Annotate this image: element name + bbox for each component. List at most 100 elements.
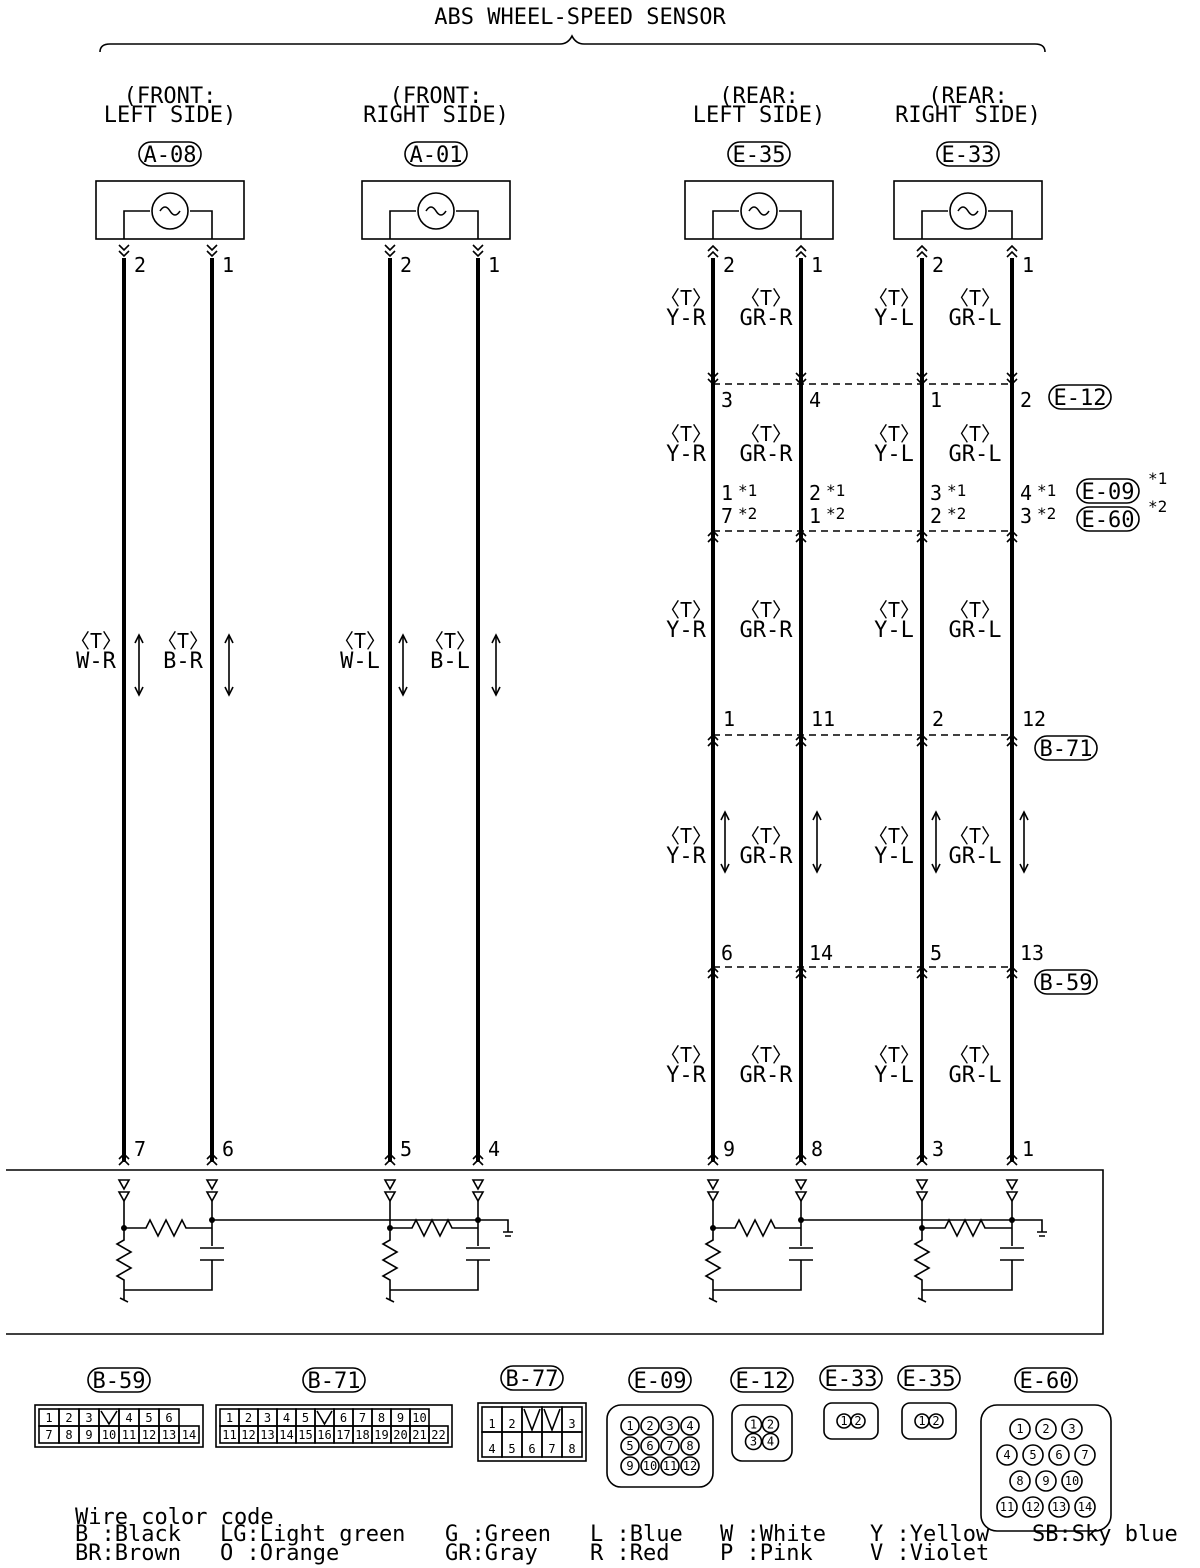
rear-wire-color-marker: 〈T〉 <box>660 1043 712 1067</box>
connector-cavity <box>660 1436 680 1456</box>
twist-arrow-head <box>491 686 501 697</box>
sensor-pin-number: 1 <box>1022 253 1034 277</box>
connector-view-label: E-09 <box>634 1369 687 1394</box>
rear-wire-color-marker: 〈T〉 <box>740 598 792 622</box>
connector-mark-up <box>795 733 807 747</box>
connector-cavity-number: 11 <box>1000 1500 1014 1514</box>
connector-mark-up <box>472 1152 484 1166</box>
connector-view-label-outline <box>628 1367 692 1393</box>
ecu-trace <box>124 1260 213 1291</box>
connector-cavity <box>1074 1496 1096 1518</box>
connector-pin: 4 <box>809 388 821 412</box>
connector-cavity <box>1035 1418 1057 1440</box>
sensor-connector-id-outline <box>727 141 791 167</box>
connector-pin: 1 <box>930 388 942 412</box>
rear-wire-color: GR-L <box>949 1063 1002 1088</box>
front-wire-color-marker: 〈T〉 <box>70 629 122 653</box>
ecu-pin-number: 3 <box>932 1137 944 1161</box>
twist-arrow-head <box>1019 810 1029 821</box>
connector-view-label-outline <box>87 1367 151 1393</box>
connector-e60-pin: 7 <box>721 504 733 528</box>
connector-view-label: E-33 <box>825 1367 878 1392</box>
connector-mark-up <box>1006 529 1018 543</box>
connector-e60-label-outline <box>1076 506 1140 532</box>
connector-mark-up <box>795 529 807 543</box>
connector-cavity-number: 4 <box>283 1411 290 1425</box>
connector-cavity-number: 2 <box>245 1411 252 1425</box>
ecu-terminal-icon <box>706 1179 720 1203</box>
ecu-trace <box>390 1260 479 1291</box>
connector-cavity-number: 21 <box>412 1428 426 1442</box>
ecu-resistor-icon <box>124 1218 212 1238</box>
connector-cavity-number: 9 <box>1042 1474 1049 1488</box>
connector-cavity <box>928 1413 944 1429</box>
connector-cavity-number: 6 <box>528 1442 535 1456</box>
connector-cavity-number: 8 <box>65 1428 72 1442</box>
connector-cavity-number: 2 <box>646 1419 653 1433</box>
sensor-internal-wire <box>389 210 479 239</box>
connector-view-label-outline <box>897 1365 961 1391</box>
connector-cavity <box>660 1416 680 1436</box>
connector-cavity-number: 2 <box>65 1411 72 1425</box>
connector-mark-up <box>1006 965 1018 979</box>
connector-cavity-number: 9 <box>397 1411 404 1425</box>
rear-wire-color: GR-L <box>949 306 1002 331</box>
connector-cavity-number: 17 <box>336 1428 350 1442</box>
connector-pin: 2 <box>932 707 944 731</box>
rear-wire-color: Y-R <box>666 442 706 467</box>
rear-wire-color-marker: 〈T〉 <box>868 286 920 310</box>
connector-key-icon <box>316 1410 333 1426</box>
twist-arrow-head <box>1019 863 1029 874</box>
connector-mark-down <box>916 372 928 386</box>
connector-cavity-number: 11 <box>222 1428 236 1442</box>
connector-cavity-number: 4 <box>767 1435 774 1449</box>
connector-key-icon <box>523 1408 541 1433</box>
connector-cavity <box>660 1456 680 1476</box>
connector-cavity-number: 3 <box>750 1435 757 1449</box>
connector-cavity <box>680 1436 700 1456</box>
connector-e09-pin: 2 <box>809 481 821 505</box>
connector-mark-up <box>795 244 807 258</box>
connector-cavity-number: 8 <box>378 1411 385 1425</box>
connector-e09-pin: 1 <box>721 481 733 505</box>
ecu-ground-icon <box>385 1297 395 1303</box>
rear-wire-color: GR-R <box>740 306 794 331</box>
ecu-pin-number: 8 <box>811 1137 823 1161</box>
connector-mark-up <box>707 529 719 543</box>
connector-cavity-number: 5 <box>302 1411 309 1425</box>
connector-cavity-number: 1 <box>45 1411 52 1425</box>
connector-mark-up <box>384 1152 396 1166</box>
ecu-rail <box>801 1219 1043 1232</box>
sensor-internal-wire <box>712 210 802 239</box>
connector-cavity <box>1009 1470 1031 1492</box>
connector-cavity-number: 12 <box>241 1428 255 1442</box>
rear-wire-color: Y-L <box>874 844 914 869</box>
twist-arrow-head <box>491 633 501 644</box>
twist-arrow-head <box>224 686 234 697</box>
legend-entry: L :Blue <box>590 1522 683 1547</box>
connector-cavity-number: 20 <box>393 1428 407 1442</box>
connector-cavity-number: 2 <box>508 1417 515 1431</box>
connector-mark-up <box>916 965 928 979</box>
connector-cavity-number: 19 <box>374 1428 388 1442</box>
connector-cavity-number: 13 <box>162 1428 176 1442</box>
connector-cavity-number: 1 <box>488 1417 495 1431</box>
connector-e60-pin: 2 <box>930 504 942 528</box>
connector-cavity <box>1048 1496 1070 1518</box>
legend-entry: GR:Gray <box>445 1541 538 1566</box>
connector-cavity-number: 7 <box>1081 1448 1088 1462</box>
rear-wire-color: GR-L <box>949 618 1002 643</box>
rear-wire-color-marker: 〈T〉 <box>660 598 712 622</box>
connector-view-label: E-60 <box>1020 1369 1073 1394</box>
connector-mark-up <box>916 1152 928 1166</box>
twist-arrow-head <box>134 686 144 697</box>
ecu-pin-number: 1 <box>1022 1137 1034 1161</box>
connector-pin: 13 <box>1020 941 1044 965</box>
connector-e60-note: *2 <box>947 504 966 523</box>
connector-mark-down <box>206 244 218 258</box>
ecu-pin-number: 4 <box>488 1137 500 1161</box>
connector-cavity <box>850 1413 866 1429</box>
connector-e60-pin: 3 <box>1020 504 1032 528</box>
